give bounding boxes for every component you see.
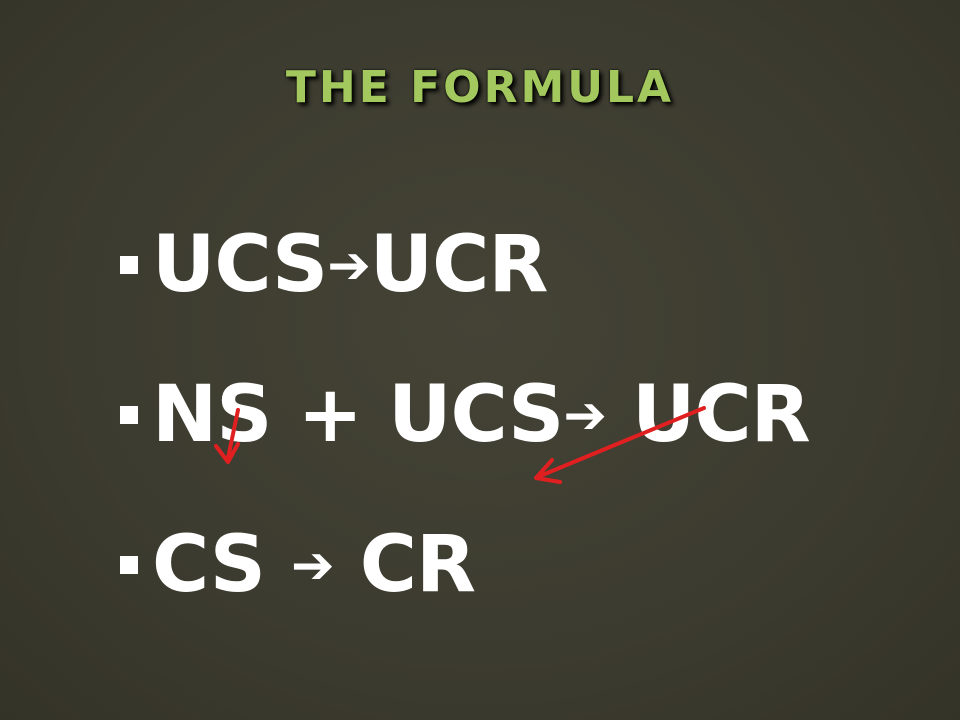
right-arrow-icon: ➔ xyxy=(327,235,371,296)
slide-title: THE FORMULA xyxy=(285,62,675,113)
right-arrow-icon: ➔ xyxy=(291,535,335,596)
formula-left: CS xyxy=(152,520,292,610)
bullet-item: UCS➔UCR xyxy=(120,190,940,340)
bullet-list: UCS➔UCR NS + UCS➔ UCR CS ➔ CR xyxy=(120,190,940,640)
square-bullet-icon xyxy=(120,406,138,424)
bullet-text: NS + UCS➔ UCR xyxy=(152,370,811,460)
formula-right: CR xyxy=(333,520,476,610)
right-arrow-icon: ➔ xyxy=(563,385,607,446)
formula-left: NS + UCS xyxy=(152,370,564,460)
bullet-item: NS + UCS➔ UCR xyxy=(120,340,940,490)
formula-right: UCR xyxy=(605,370,811,460)
square-bullet-icon xyxy=(120,256,138,274)
bullet-text: UCS➔UCR xyxy=(152,220,549,310)
formula-left: UCS xyxy=(152,220,328,310)
bullet-item: CS ➔ CR xyxy=(120,490,940,640)
square-bullet-icon xyxy=(120,556,138,574)
bullet-text: CS ➔ CR xyxy=(152,520,476,610)
formula-right: UCR xyxy=(369,220,549,310)
